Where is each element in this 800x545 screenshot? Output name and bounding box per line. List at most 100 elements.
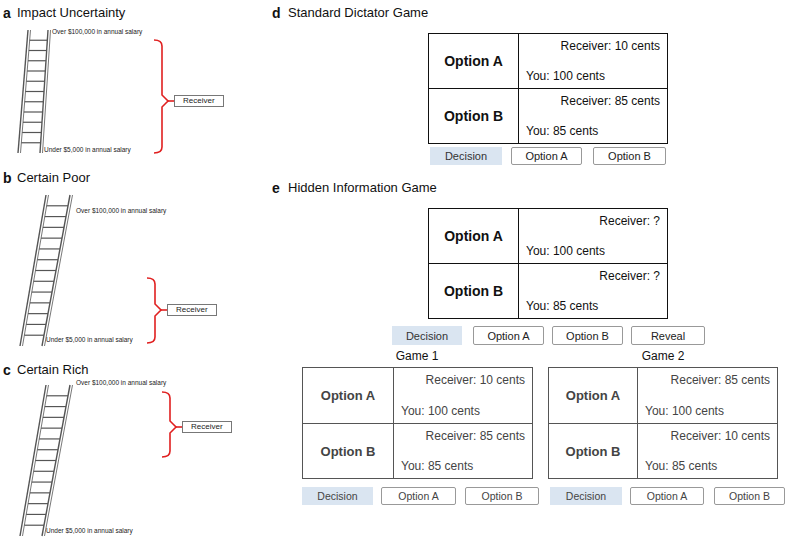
- ladder-rung: [24, 111, 43, 112]
- ladder-rung: [27, 70, 45, 71]
- node-text: Receiver: [191, 422, 223, 431]
- node-text: Option B: [608, 150, 651, 162]
- ladder-rung: [43, 227, 64, 228]
- node-text: Option A: [525, 150, 567, 162]
- ladder-rung: [25, 101, 44, 102]
- node-text: Option A: [487, 330, 529, 342]
- node-text: Option B: [729, 490, 770, 502]
- ladder-rung: [29, 50, 47, 51]
- sender-payoff: You: 85 cents: [645, 459, 717, 473]
- ladder-rung: [36, 270, 57, 271]
- ladder-rung: [24, 335, 44, 336]
- option-cell: Option A: [548, 367, 638, 424]
- ladder-rung: [41, 428, 62, 429]
- node-text: Decision: [317, 490, 357, 502]
- ladder-rung: [39, 438, 60, 439]
- receiver-payoff: Receiver: 85 cents: [561, 94, 660, 108]
- ladder-rung: [32, 291, 52, 292]
- panel-letter: a: [3, 5, 11, 21]
- ladder-rung: [30, 40, 48, 41]
- option-cell: Option B: [302, 423, 394, 479]
- payoff-cell: Receiver: 10 centsYou: 100 cents: [393, 367, 533, 424]
- scale-label: Under $5,000 in annual salary: [46, 527, 133, 534]
- ladder-rung: [26, 324, 46, 325]
- scale-label: Over $100,000 in annual salary: [76, 379, 166, 386]
- ladder-rung: [47, 395, 68, 396]
- ladder-rung: [28, 313, 48, 314]
- panel-letter: c: [3, 362, 11, 378]
- ladder-rung: [21, 142, 40, 143]
- panel-letter: e: [272, 180, 280, 196]
- node-text: Receiver: [176, 305, 208, 314]
- payoff-cell: Receiver: 10 centsYou: 100 cents: [518, 33, 668, 89]
- sender-payoff: You: 100 cents: [526, 244, 605, 258]
- ladder-rung: [28, 503, 48, 504]
- sender-payoff: You: 85 cents: [526, 299, 598, 313]
- choice-button: Option B: [593, 147, 666, 165]
- panel-title: Standard Dictator Game: [288, 6, 428, 21]
- ladder-rung: [30, 492, 50, 493]
- decision-button: Decision: [430, 147, 502, 165]
- receiver-box: Receiver: [167, 304, 217, 316]
- game-label: Game 1: [396, 350, 439, 364]
- range-bracket: [162, 392, 176, 457]
- ladder-rung: [45, 406, 66, 407]
- ladder-rung: [30, 302, 50, 303]
- scale-label: Under $5,000 in annual salary: [44, 146, 131, 153]
- decision-button: Decision: [392, 326, 462, 345]
- ladder-rung: [34, 281, 54, 282]
- receiver-payoff: Receiver: 10 cents: [561, 39, 660, 53]
- ladder-rung: [23, 122, 42, 123]
- receiver-payoff: Receiver: ?: [599, 269, 660, 283]
- option-cell: Option A: [428, 208, 519, 264]
- payoff-cell: Receiver: 85 centsYou: 85 cents: [393, 423, 533, 479]
- receiver-payoff: Receiver: 10 cents: [671, 429, 770, 443]
- ladder-rung: [26, 91, 45, 92]
- node-text: Decision: [445, 150, 487, 162]
- node-text: Option A: [321, 388, 375, 403]
- node-text: Option B: [482, 490, 523, 502]
- payoff-cell: Receiver: ? You: 100 cents: [518, 208, 668, 264]
- node-text: Option A: [444, 228, 503, 244]
- panel-title: Certain Rich: [17, 363, 89, 378]
- choice-button: Option A: [381, 487, 456, 505]
- ladder-rung: [37, 449, 58, 450]
- panel-title: Impact Uncertainty: [17, 6, 125, 21]
- ladder-rung: [37, 259, 58, 260]
- choice-button: Option B: [465, 487, 539, 505]
- node-text: Reveal: [651, 330, 685, 342]
- ladder-rung: [45, 216, 66, 217]
- ladder-rung: [34, 471, 54, 472]
- choice-button: Option A: [630, 487, 704, 505]
- sender-payoff: You: 85 cents: [401, 459, 473, 473]
- panel-letter: d: [272, 5, 281, 21]
- node-text: Receiver: [183, 96, 215, 105]
- node-text: Option B: [444, 283, 503, 299]
- receiver-payoff: Receiver: 85 cents: [671, 373, 770, 387]
- panel-title: Certain Poor: [17, 171, 90, 186]
- node-text: Option B: [444, 108, 503, 124]
- ladder-rung: [28, 60, 46, 61]
- node-text: Option A: [566, 388, 620, 403]
- choice-button: Option B: [714, 487, 785, 505]
- game-label: Game 2: [642, 350, 685, 364]
- choice-button: Reveal: [631, 326, 705, 345]
- ladder-rung: [22, 132, 41, 133]
- option-cell: Option B: [548, 423, 638, 479]
- ladder-rung: [26, 514, 46, 515]
- receiver-payoff: Receiver: ?: [599, 214, 660, 228]
- ladder-rung: [24, 525, 44, 526]
- payoff-cell: Receiver: 85 centsYou: 85 cents: [518, 88, 668, 144]
- payoff-cell: Receiver: 85 centsYou: 100 cents: [637, 367, 778, 424]
- receiver-box: Receiver: [182, 421, 232, 433]
- ladder-rung: [39, 248, 60, 249]
- node-text: Decision: [406, 330, 448, 342]
- option-cell: Option B: [428, 88, 519, 144]
- sender-payoff: You: 100 cents: [401, 404, 480, 418]
- scale-label: Under $5,000 in annual salary: [46, 336, 133, 343]
- option-cell: Option A: [302, 367, 394, 424]
- node-text: Option B: [321, 444, 376, 459]
- ladder-rung: [36, 460, 57, 461]
- option-cell: Option A: [428, 33, 519, 89]
